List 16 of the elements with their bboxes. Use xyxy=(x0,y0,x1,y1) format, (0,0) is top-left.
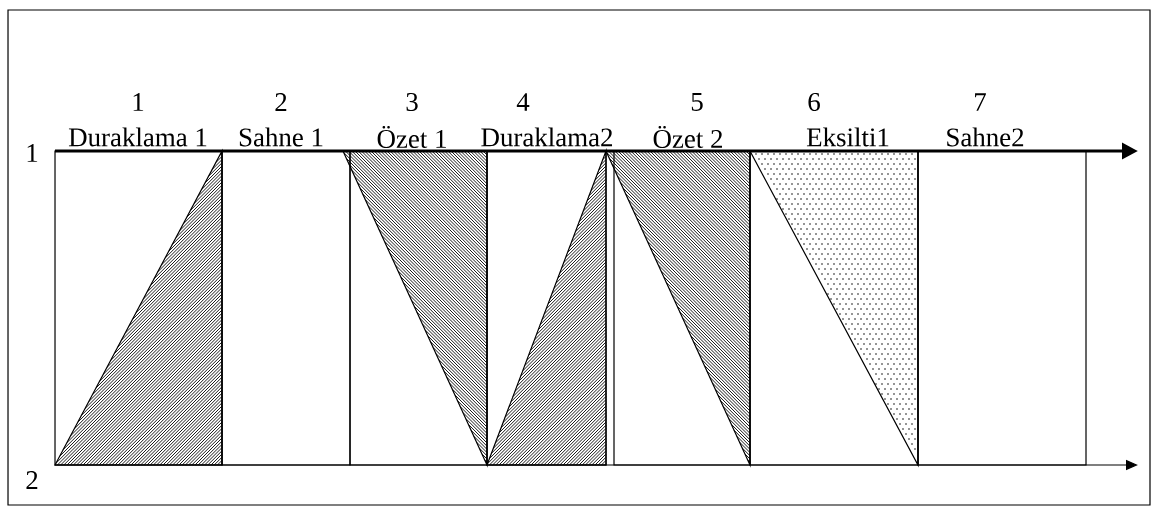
segment-name: Duraklama 1 xyxy=(68,127,207,147)
segment-number: 7 xyxy=(975,93,986,111)
segment-number: 4 xyxy=(516,93,530,111)
segment-name: Sahne2 xyxy=(947,127,1024,147)
segment-number: 1 xyxy=(133,93,144,111)
segment-number: 2 xyxy=(275,93,287,111)
segment-name: Sahne 1 xyxy=(239,127,323,147)
level-label: 1 xyxy=(27,144,38,162)
segment-number: 5 xyxy=(691,93,703,111)
segment-name: Duraklama2 xyxy=(481,127,612,147)
segment-name: Eksilti1 xyxy=(806,127,889,147)
segment-name: Özet 1 xyxy=(377,125,446,148)
level-label: 2 xyxy=(26,471,38,489)
segment-number: 3 xyxy=(406,92,418,112)
segment-name: Özet 2 xyxy=(653,125,722,148)
segment-number: 6 xyxy=(808,92,820,112)
